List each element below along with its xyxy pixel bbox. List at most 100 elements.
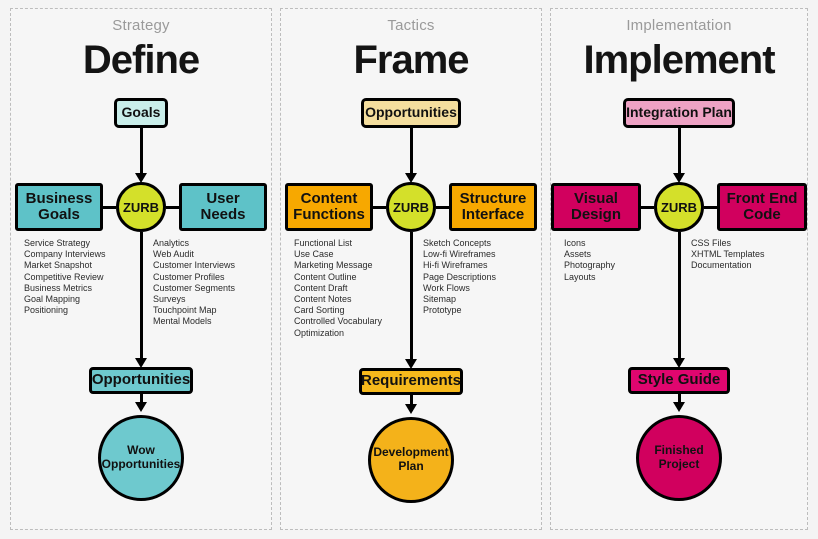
left-item-2-1: Assets <box>564 249 592 260</box>
right-item-2-1: XHTML Templates <box>691 249 765 260</box>
right-item-1-3: Page Descriptions <box>423 271 497 282</box>
output-box-2[interactable]: Style Guide <box>628 367 730 394</box>
input-box-2[interactable]: Integration Plan <box>623 98 735 128</box>
connector-hub-to-right-box-2 <box>704 206 717 209</box>
arrow-hub-to-output-0 <box>135 358 147 368</box>
left-item-0-0: Service Strategy <box>24 238 91 248</box>
right-item-0-2: Customer Interviews <box>153 260 236 271</box>
arrow-hub-to-output-2 <box>673 358 685 368</box>
arrow-input-to-hub-1 <box>405 173 417 183</box>
left-item-1-3: Content Outline <box>294 271 357 282</box>
connector-input-to-hub-1 <box>409 128 413 174</box>
connector-left-box-to-hub-1 <box>373 206 386 209</box>
connector-hub-to-output-1 <box>409 232 413 360</box>
right-item-1-2: Hi-fi Wireframes <box>423 260 488 271</box>
input-box-1[interactable]: Opportunities <box>361 98 461 128</box>
connector-output-to-result-2 <box>677 394 681 409</box>
right-item-0-1: Web Audit <box>153 249 194 260</box>
right-item-1-0: Sketch Concepts <box>423 238 492 248</box>
right-item-1-5: Sitemap <box>423 294 457 305</box>
left-item-1-5: Content Notes <box>294 294 352 305</box>
left-item-1-8: Optimization <box>294 327 345 338</box>
right-item-0-7: Mental Models <box>153 316 212 327</box>
panel-subtitle-2: Implementation <box>626 17 732 34</box>
right-box-line2-0: Needs <box>200 206 246 223</box>
left-box-line1-1: Content <box>300 189 358 207</box>
right-box-line1-0: User <box>206 189 240 207</box>
left-item-0-2: Market Snapshot <box>24 260 93 271</box>
arrow-output-to-result-2 <box>673 402 685 412</box>
right-item-0-5: Surveys <box>153 294 186 305</box>
left-item-1-0: Functional List <box>294 238 353 248</box>
right-item-1-1: Low-fi Wireframes <box>423 249 496 260</box>
hub-circle-0[interactable]: ZURB <box>116 182 166 232</box>
input-box-0[interactable]: Goals <box>114 98 168 128</box>
hub-circle-2[interactable]: ZURB <box>654 182 704 232</box>
left-item-0-4: Business Metrics <box>24 282 93 293</box>
right-item-2-2: Documentation <box>691 260 752 271</box>
connector-output-to-result-0 <box>139 394 143 409</box>
connector-input-to-hub-2 <box>677 128 681 174</box>
panel-title-2: Implement <box>583 38 775 82</box>
left-item-1-1: Use Case <box>294 249 334 260</box>
left-item-0-5: Goal Mapping <box>24 294 81 305</box>
connector-hub-to-output-0 <box>139 232 143 359</box>
left-box-line1-2: Visual <box>574 189 618 207</box>
right-item-0-6: Touchpoint Map <box>153 305 217 316</box>
left-item-1-7: Controlled Vocabulary <box>294 316 383 327</box>
panel-title-1: Frame <box>353 38 469 82</box>
left-item-2-2: Photography <box>564 260 616 271</box>
panel-subtitle-0: Strategy <box>112 17 170 34</box>
right-item-1-6: Prototype <box>423 305 462 316</box>
arrow-input-to-hub-0 <box>135 173 147 183</box>
left-box-line2-2: Design <box>570 206 621 223</box>
result-line2-2: Project <box>658 457 700 471</box>
left-item-0-6: Positioning <box>24 305 69 316</box>
connector-hub-to-right-box-0 <box>166 206 179 209</box>
left-box-line1-0: Business <box>25 189 93 207</box>
left-item-1-4: Content Draft <box>294 282 348 293</box>
result-line2-1: Plan <box>398 459 424 473</box>
hub-circle-1[interactable]: ZURB <box>386 182 436 232</box>
output-box-0[interactable]: Opportunities <box>89 367 193 394</box>
left-item-0-1: Company Interviews <box>24 249 106 260</box>
left-item-1-6: Card Sorting <box>294 305 345 316</box>
right-box-line2-1: Interface <box>461 206 525 223</box>
left-item-2-0: Icons <box>564 238 586 248</box>
right-item-0-4: Customer Segments <box>153 282 236 293</box>
connector-output-to-result-1 <box>409 395 413 411</box>
left-item-0-3: Competitive Review <box>24 271 104 282</box>
arrow-hub-to-output-1 <box>405 359 417 369</box>
arrow-output-to-result-0 <box>135 402 147 412</box>
result-line2-0: Opportunities <box>101 457 181 471</box>
right-box-line1-2: Front End <box>726 189 798 207</box>
left-box-line2-1: Functions <box>293 206 365 223</box>
right-box-line1-1: Structure <box>459 189 527 207</box>
left-box-line2-0: Goals <box>38 206 80 223</box>
output-box-1[interactable]: Requirements <box>359 368 463 395</box>
left-item-1-2: Marketing Message <box>294 260 373 271</box>
connector-left-box-to-hub-2 <box>641 206 654 209</box>
result-line1-2: Finished <box>654 443 704 458</box>
panel-title-0: Define <box>82 38 200 82</box>
arrow-input-to-hub-2 <box>673 173 685 183</box>
result-line1-1: Development <box>373 445 449 460</box>
right-item-0-3: Customer Profiles <box>153 271 225 282</box>
connector-hub-to-right-box-1 <box>436 206 449 209</box>
